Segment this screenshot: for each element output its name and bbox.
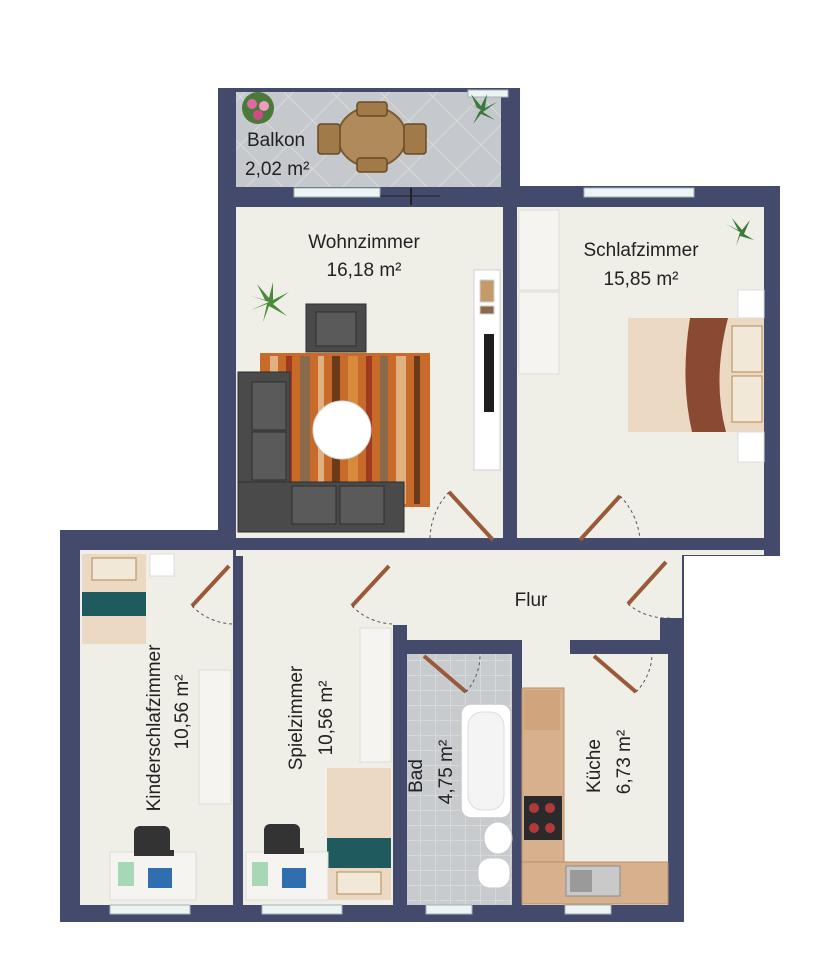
chair	[317, 123, 341, 155]
stove	[524, 796, 562, 840]
sofa	[237, 371, 405, 533]
bathroom-fixtures	[460, 703, 513, 889]
balcony-door	[380, 188, 440, 205]
plant-icon	[251, 282, 289, 322]
bed	[628, 289, 765, 463]
kitchen-name: Küche	[584, 739, 605, 793]
plant-icon	[467, 94, 497, 124]
door	[350, 564, 394, 625]
window	[261, 904, 343, 915]
wardrobe	[359, 627, 392, 763]
window	[425, 904, 473, 915]
desk	[109, 851, 197, 901]
bedroom-area: 15,85 m²	[604, 269, 679, 290]
kitchen-fixtures	[521, 687, 669, 905]
living-room-area: 16,18 m²	[327, 260, 402, 281]
wardrobe	[198, 669, 232, 805]
chair	[356, 157, 388, 173]
kids-bedroom-furniture	[82, 553, 232, 901]
chair	[403, 123, 427, 155]
balcony-area: 2,02 m²	[245, 159, 309, 180]
playroom-name: Spielzimmer	[286, 665, 307, 770]
partitions	[233, 200, 668, 906]
window	[293, 187, 381, 198]
kids-bedroom-name: Kinderschlafzimmer	[144, 644, 165, 811]
desk	[245, 851, 329, 901]
chair	[356, 101, 388, 117]
bathroom-name: Bad	[406, 759, 427, 793]
counter-top-box	[524, 690, 560, 730]
kitchen-area: 6,73 m²	[614, 730, 635, 794]
living-room-furniture	[237, 269, 501, 533]
door	[429, 490, 495, 542]
plant-icon	[726, 218, 754, 246]
window	[564, 904, 612, 915]
door	[626, 560, 671, 619]
window	[583, 187, 695, 198]
bed	[327, 768, 391, 900]
kids-bedroom-area: 10,56 m²	[172, 675, 193, 750]
coffee-table	[312, 400, 372, 460]
desk-chair	[264, 824, 304, 854]
wardrobe	[518, 209, 560, 375]
door	[190, 564, 234, 625]
shelf	[473, 269, 501, 471]
doors	[190, 490, 671, 694]
toilet	[477, 857, 511, 889]
room-labels: Balkon 2,02 m² Wohnzimmer 16,18 m² Schla…	[144, 130, 699, 811]
hallway-name: Flur	[515, 590, 548, 611]
sink	[483, 821, 513, 855]
flower-pot	[242, 92, 274, 124]
living-room-name: Wohnzimmer	[308, 232, 420, 253]
bed	[82, 553, 175, 644]
balcony-name: Balkon	[247, 130, 305, 151]
playroom-furniture	[245, 627, 392, 901]
door	[592, 653, 653, 694]
tv	[484, 334, 494, 412]
windows	[109, 89, 695, 915]
balcony-furniture	[242, 92, 497, 173]
window	[467, 89, 509, 98]
door	[578, 494, 641, 542]
window	[109, 904, 191, 915]
armchair	[305, 303, 367, 353]
playroom-area: 10,56 m²	[316, 681, 337, 756]
door	[422, 653, 481, 694]
kitchen-sink	[565, 865, 621, 897]
bedroom-furniture	[518, 209, 765, 463]
desk-chair	[134, 826, 174, 856]
bedroom-name: Schlafzimmer	[583, 240, 699, 261]
bathroom-area: 4,75 m²	[436, 740, 457, 804]
